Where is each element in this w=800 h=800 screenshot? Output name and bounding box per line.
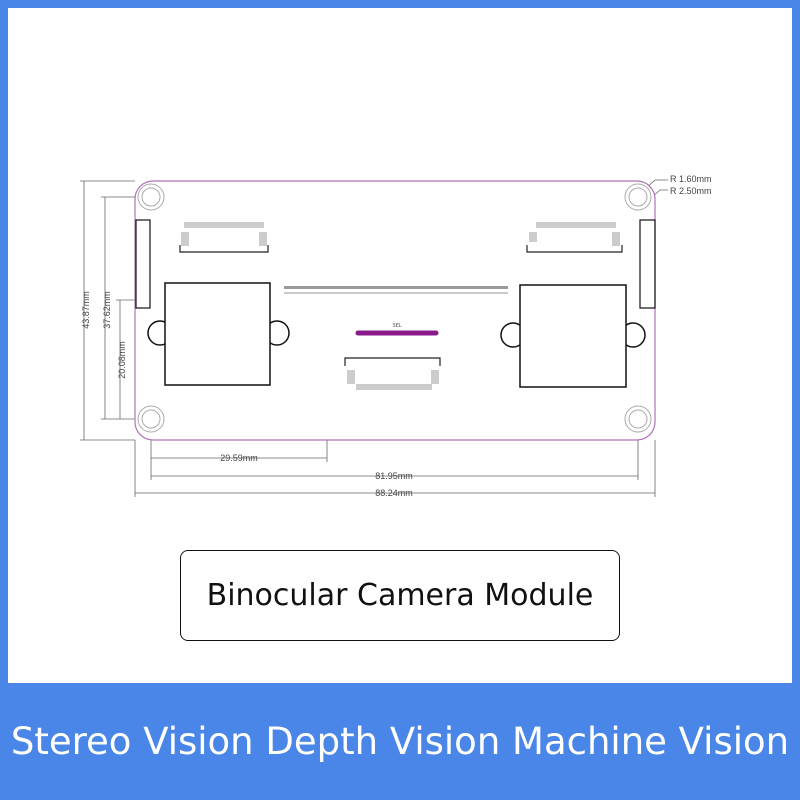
dim-hole-vertical: 37.62mm	[102, 291, 112, 329]
component-row	[284, 286, 508, 294]
dim-height-total: 43.87mm	[81, 291, 91, 329]
feature-banner-text: Stereo Vision Depth Vision Machine Visio…	[10, 720, 790, 763]
dim-camera-height: 20.08mm	[117, 341, 127, 379]
mounting-holes	[137, 183, 652, 433]
dim-hole-radius: R 1.60mm	[670, 174, 712, 184]
dim-hole-horizontal: 81.95mm	[375, 471, 413, 481]
feature-banner: Stereo Vision Depth Vision Machine Visio…	[0, 683, 800, 800]
dim-hole-to-center: 29.59mm	[220, 453, 258, 463]
product-label: Binocular Camera Module	[180, 550, 620, 641]
dimension-lines	[80, 179, 668, 497]
dim-corner-radius: R 2.50mm	[670, 186, 712, 196]
product-label-text: Binocular Camera Module	[206, 578, 594, 613]
side-connectors	[135, 219, 656, 309]
connector-pads	[181, 222, 620, 390]
dim-width-total: 88.24mm	[375, 488, 413, 498]
sel-silkscreen: SEL	[392, 323, 401, 329]
camera-left	[147, 282, 290, 386]
board-dimension-drawing: 43.87mm 37.62mm 20.08mm 29.59mm 81.95mm …	[80, 174, 712, 498]
camera-right	[500, 284, 646, 388]
ribbon-connectors	[179, 245, 623, 366]
